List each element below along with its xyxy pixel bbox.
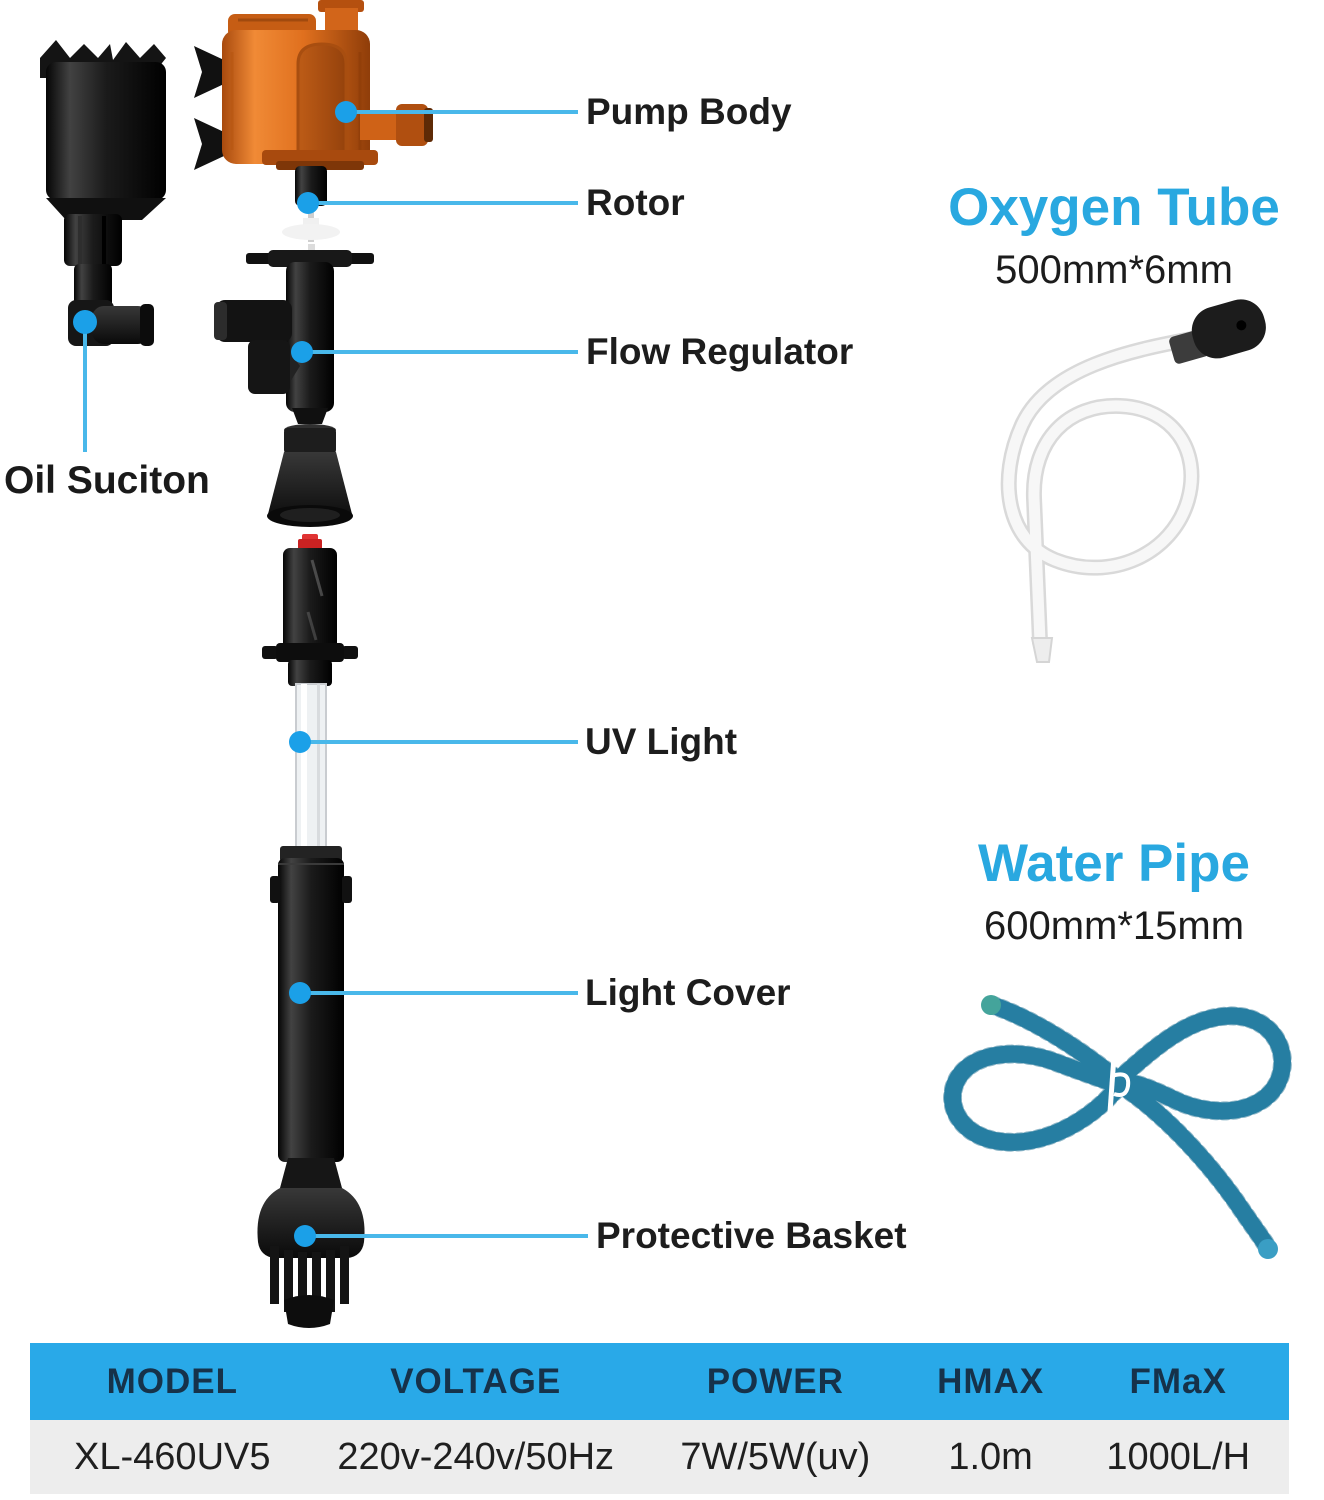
spec-value-voltage: 220v-240v/50Hz xyxy=(337,1435,615,1478)
uv-light-label: UV Light xyxy=(585,721,738,762)
spec-value-fmax: 1000L/H xyxy=(1106,1435,1251,1478)
pump-body-part xyxy=(194,0,433,170)
spec-table: MODEL VOLTAGE POWER HMAX FMaX XL-460UV5 … xyxy=(30,1343,1289,1494)
spec-header-voltage: VOLTAGE xyxy=(390,1361,562,1401)
flow-regulator-part xyxy=(214,250,374,424)
water-pipe-size: 600mm*15mm xyxy=(983,903,1245,948)
air-valve-icon xyxy=(1169,299,1266,364)
oil-suction-label: Oil Suciton xyxy=(4,459,210,502)
oxygen-tube-title: Oxygen Tube xyxy=(948,178,1280,237)
spec-value-hmax: 1.0m xyxy=(948,1435,1033,1478)
pump-body-label: Pump Body xyxy=(586,91,792,132)
spec-table-value-row: XL-460UV5 220v-240v/50Hz 7W/5W(uv) 1.0m … xyxy=(30,1420,1289,1494)
spec-value-power: 7W/5W(uv) xyxy=(680,1435,871,1478)
uv-light-dot-icon xyxy=(289,731,311,753)
oxygen-tube-block: Oxygen Tube 500mm*6mm xyxy=(918,180,1310,290)
spec-table-header-row: MODEL VOLTAGE POWER HMAX FMaX xyxy=(30,1343,1289,1420)
light-cover-label: Light Cover xyxy=(585,972,791,1013)
water-pipe-title: Water Pipe xyxy=(978,834,1250,893)
light-cover-dot-icon xyxy=(289,982,311,1004)
rotor-label: Rotor xyxy=(586,182,685,223)
leader-lines xyxy=(83,110,588,1238)
oil-suction-part xyxy=(40,40,166,346)
spec-value-model: XL-460UV5 xyxy=(74,1435,271,1478)
oxygen-tube-image xyxy=(1000,299,1266,663)
flow-regulator-dot-icon xyxy=(291,341,313,363)
protective-basket-label: Protective Basket xyxy=(596,1215,907,1256)
spec-header-power: POWER xyxy=(706,1361,844,1401)
protective-basket-dot-icon xyxy=(294,1225,316,1247)
rotor-dot-icon xyxy=(297,192,319,214)
spec-header-fmax: FMaX xyxy=(1129,1361,1227,1401)
quartz-tube-part xyxy=(295,683,327,851)
water-pipe-image xyxy=(943,995,1292,1259)
pump-body-dot-icon xyxy=(335,101,357,123)
uv-lamp-part xyxy=(262,534,358,686)
protective-basket-part xyxy=(257,1158,365,1328)
flow-regulator-label: Flow Regulator xyxy=(586,331,854,372)
light-cover-part xyxy=(270,846,352,1162)
callout-dots xyxy=(73,101,357,1247)
oil-suction-dot-icon xyxy=(73,310,97,334)
pipe-clip-icon xyxy=(1107,1055,1131,1113)
diffuser-cone-part xyxy=(267,424,353,527)
spec-header-hmax: HMAX xyxy=(937,1361,1045,1401)
oxygen-tube-size: 500mm*6mm xyxy=(995,247,1233,292)
water-pipe-block: Water Pipe 600mm*15mm xyxy=(918,836,1310,946)
spec-header-model: MODEL xyxy=(106,1361,238,1401)
